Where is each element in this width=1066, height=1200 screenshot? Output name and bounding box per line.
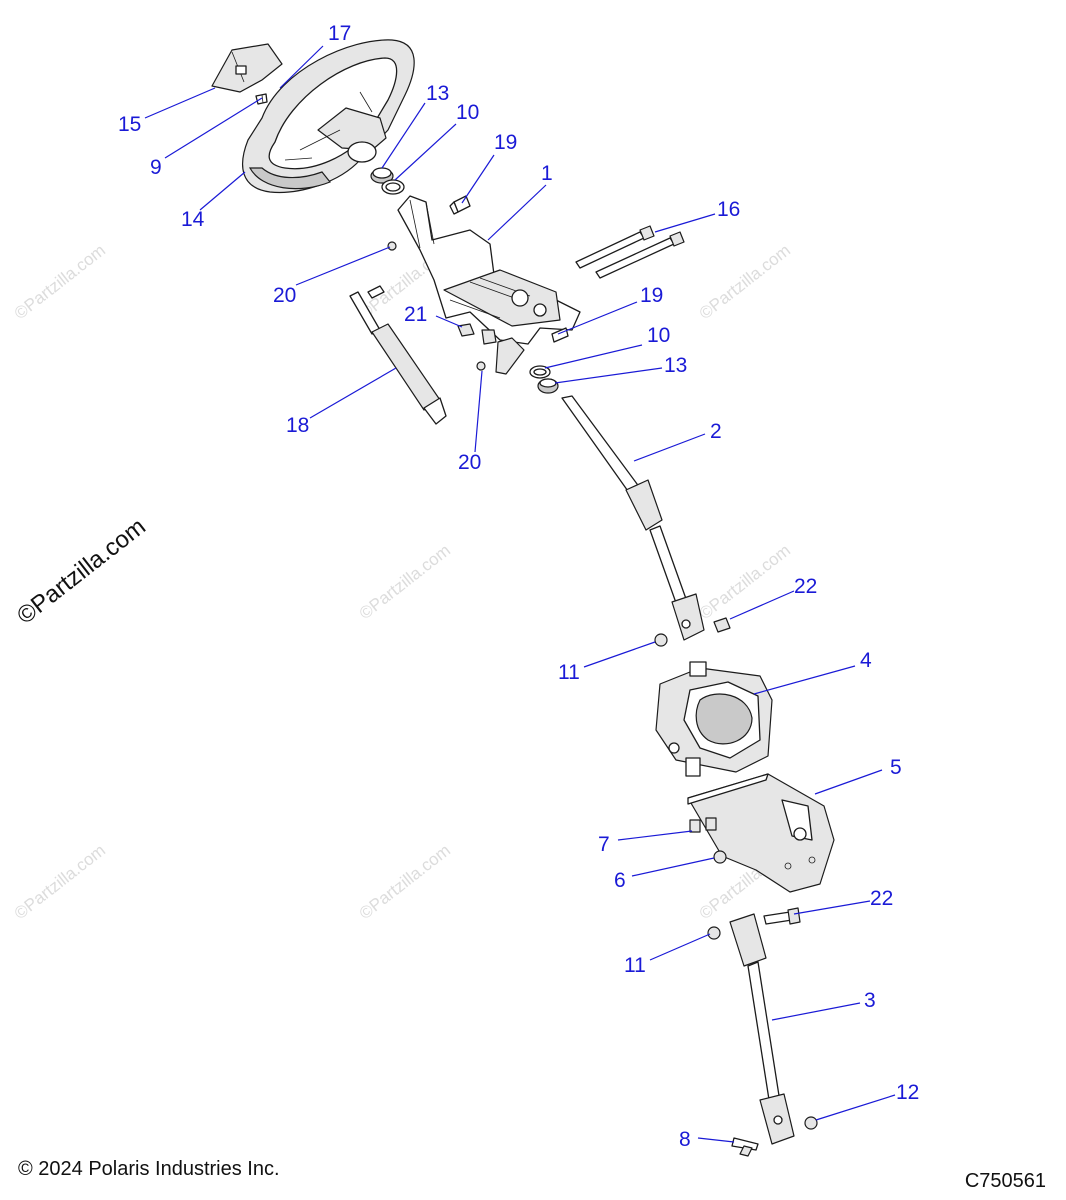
callout-13-upper: 13 [426,82,449,105]
lower-steering-shaft-part [729,913,795,1145]
watermark: ©Partzilla.com [11,841,109,924]
bushing-part-13-lower [537,378,559,394]
leader-lines [144,45,896,1143]
callout-6: 6 [614,869,626,892]
nut-part-20-lower [476,361,486,371]
nut-part-6 [713,850,727,864]
callout-14: 14 [181,208,205,231]
bolt-part-7 [689,817,717,833]
callout-labels: 17 15 9 13 10 14 19 1 16 20 21 19 10 13 … [118,22,919,1151]
callout-11-upper: 11 [558,661,580,684]
watermark: ©Partzilla.com [11,241,109,324]
copyright-notice: © 2024 Polaris Industries Inc. [18,1158,280,1180]
callout-1: 1 [541,162,553,185]
diagram-code: C750561 [964,1170,1046,1192]
parts-artwork [211,39,835,1157]
callout-9: 9 [150,156,162,179]
callout-16: 16 [717,198,740,221]
mounting-bracket-part [687,773,835,893]
bolt-part-22-upper [713,617,731,633]
washer-part-10-lower [529,365,551,379]
callout-3: 3 [864,989,876,1012]
callout-4: 4 [860,649,872,672]
callout-20-upper: 20 [273,284,296,307]
bolt-part-22-lower [763,907,801,925]
callout-13-lower: 13 [664,354,687,377]
callout-2: 2 [710,420,722,443]
nut-part-12 [804,1116,818,1130]
callout-19-lower: 19 [640,284,663,307]
steering-wheel-part [241,39,415,194]
callout-20-lower: 20 [458,451,481,474]
power-steering-unit-part [655,661,773,777]
gas-strut-part [349,285,447,425]
callout-22-lower: 22 [870,887,893,910]
callout-8: 8 [679,1128,691,1151]
nut-part-20-upper [387,241,397,251]
callout-18: 18 [286,414,309,437]
bolt-part-19-lower [551,327,569,343]
callout-15: 15 [118,113,141,136]
callout-17: 17 [328,22,351,45]
callout-11-lower: 11 [624,954,646,977]
bolt-part-19-upper [449,195,471,215]
callout-10-lower: 10 [647,324,670,347]
callout-10-upper: 10 [456,101,479,124]
nut-part-11-lower [707,926,721,940]
watermark: ©Partzilla.com [696,241,794,324]
nut-part-11-upper [654,633,668,647]
callout-12: 12 [896,1081,919,1104]
callout-21: 21 [404,303,427,326]
washer-part-10-upper [381,179,405,195]
callout-19-upper: 19 [494,131,517,154]
watermark: ©Partzilla.com [696,541,794,624]
callout-5: 5 [890,756,902,779]
column-bracket-part [397,195,581,375]
pivot-bolt-part-16 [575,225,685,279]
horn-cover-part [211,43,283,93]
callout-22-upper: 22 [794,575,817,598]
bushing-part-13-upper [370,167,394,184]
watermark: ©Partzilla.com [356,841,454,924]
upper-steering-shaft-part [561,395,705,641]
watermark-main: ©Partzilla.com [12,513,151,630]
bushing-part-21 [457,323,497,345]
bolt-part-8 [731,1137,759,1157]
callout-7: 7 [598,833,610,856]
watermark: ©Partzilla.com [356,541,454,624]
